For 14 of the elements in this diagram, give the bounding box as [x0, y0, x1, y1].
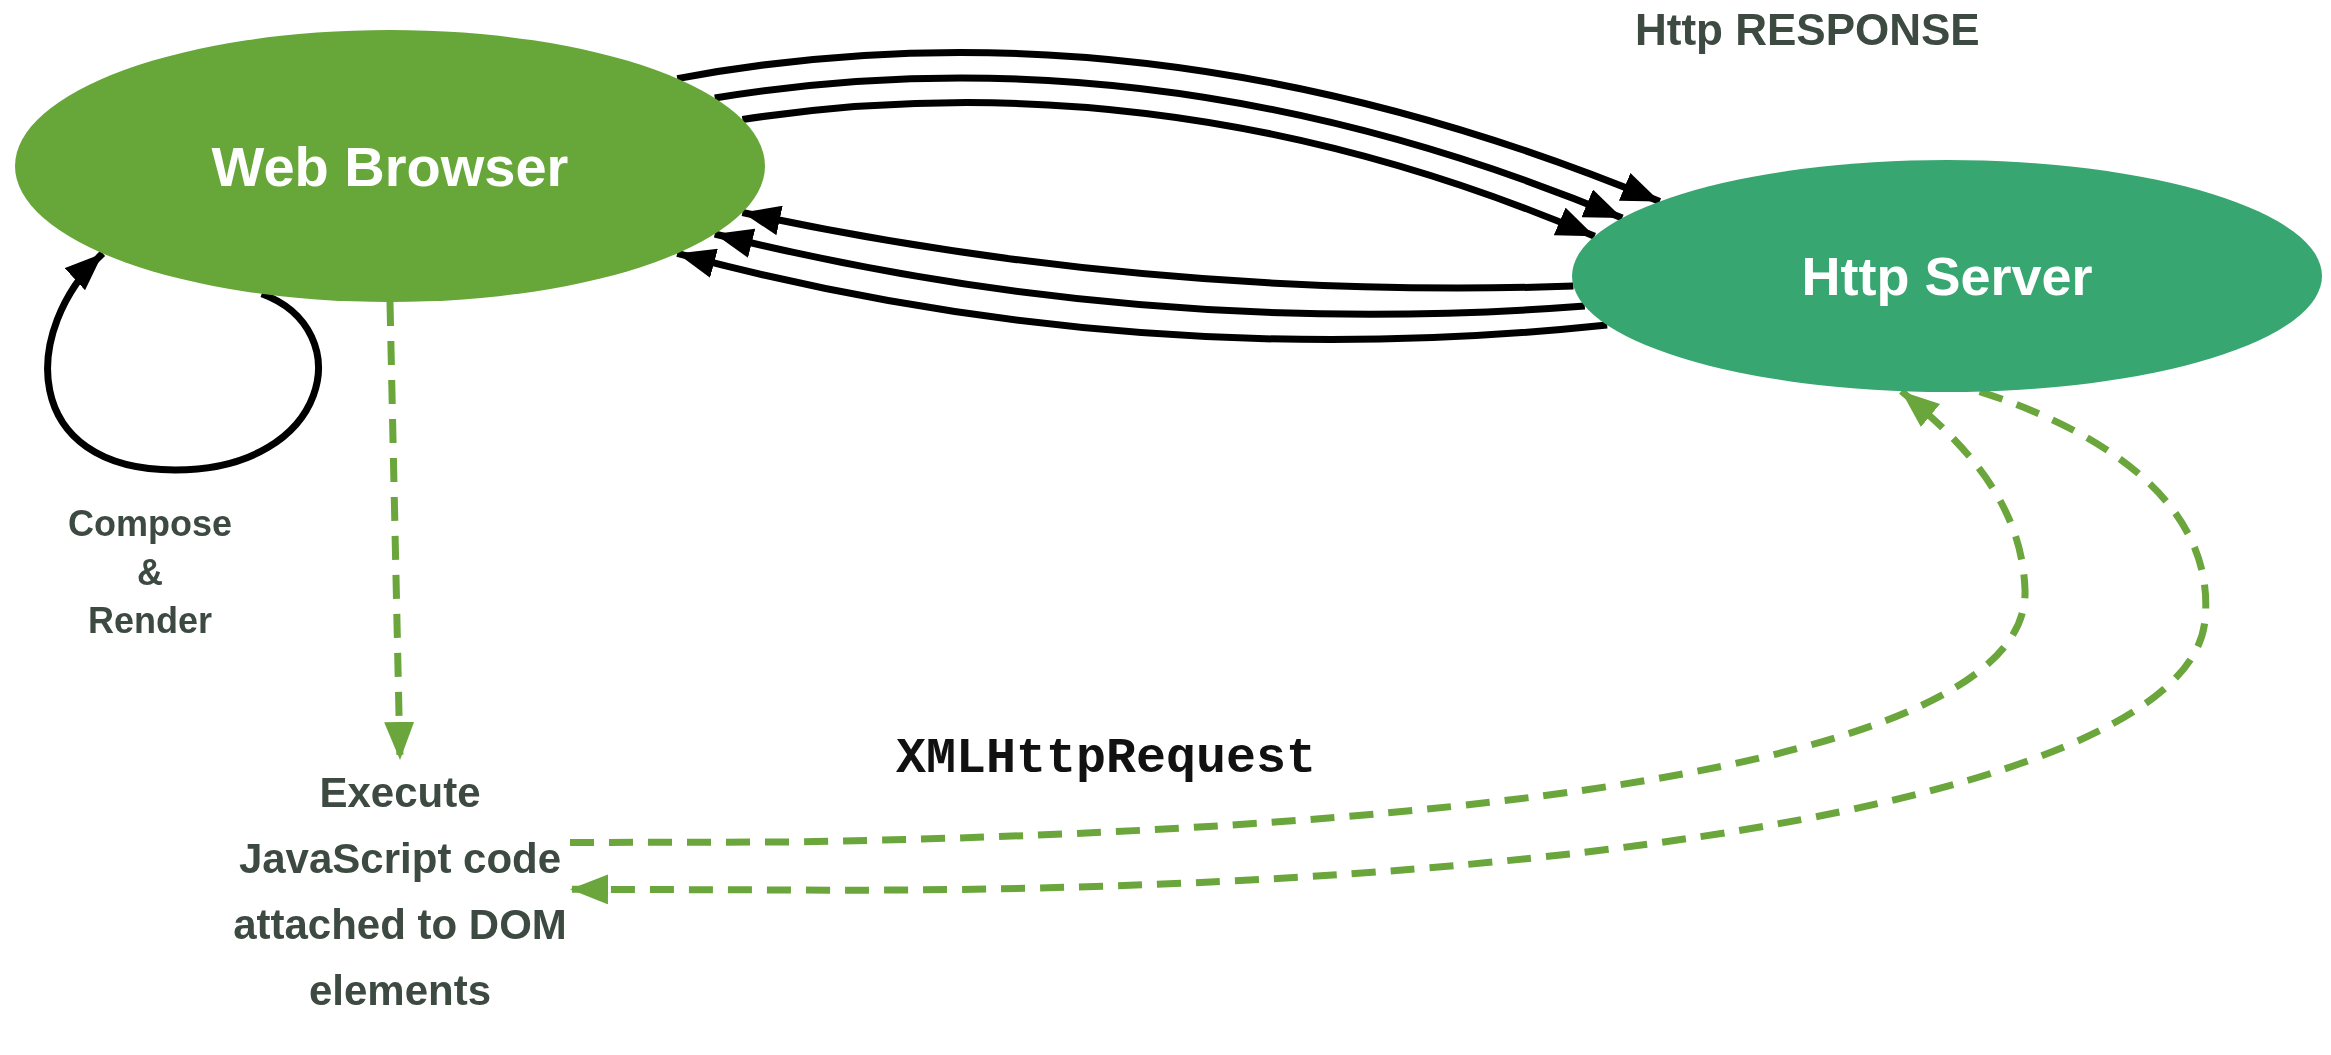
arrow — [714, 74, 1624, 222]
arrow — [676, 49, 1661, 205]
node-label: Web Browser — [211, 133, 569, 199]
loop-arrow — [44, 251, 322, 474]
arrow — [741, 99, 1596, 240]
arrow — [676, 246, 1608, 343]
text-label: Http RESPONSE — [1635, 4, 1980, 56]
arrow — [713, 226, 1585, 318]
arrow — [741, 203, 1574, 292]
dashed-arrow — [384, 301, 415, 761]
code-label: XMLHttpRequest — [896, 729, 1317, 789]
node-label: Http Server — [1801, 245, 2093, 307]
node-text: Execute JavaScript code attached to DOM elements — [232, 768, 568, 1016]
text-label: Compose & Render — [67, 502, 233, 644]
